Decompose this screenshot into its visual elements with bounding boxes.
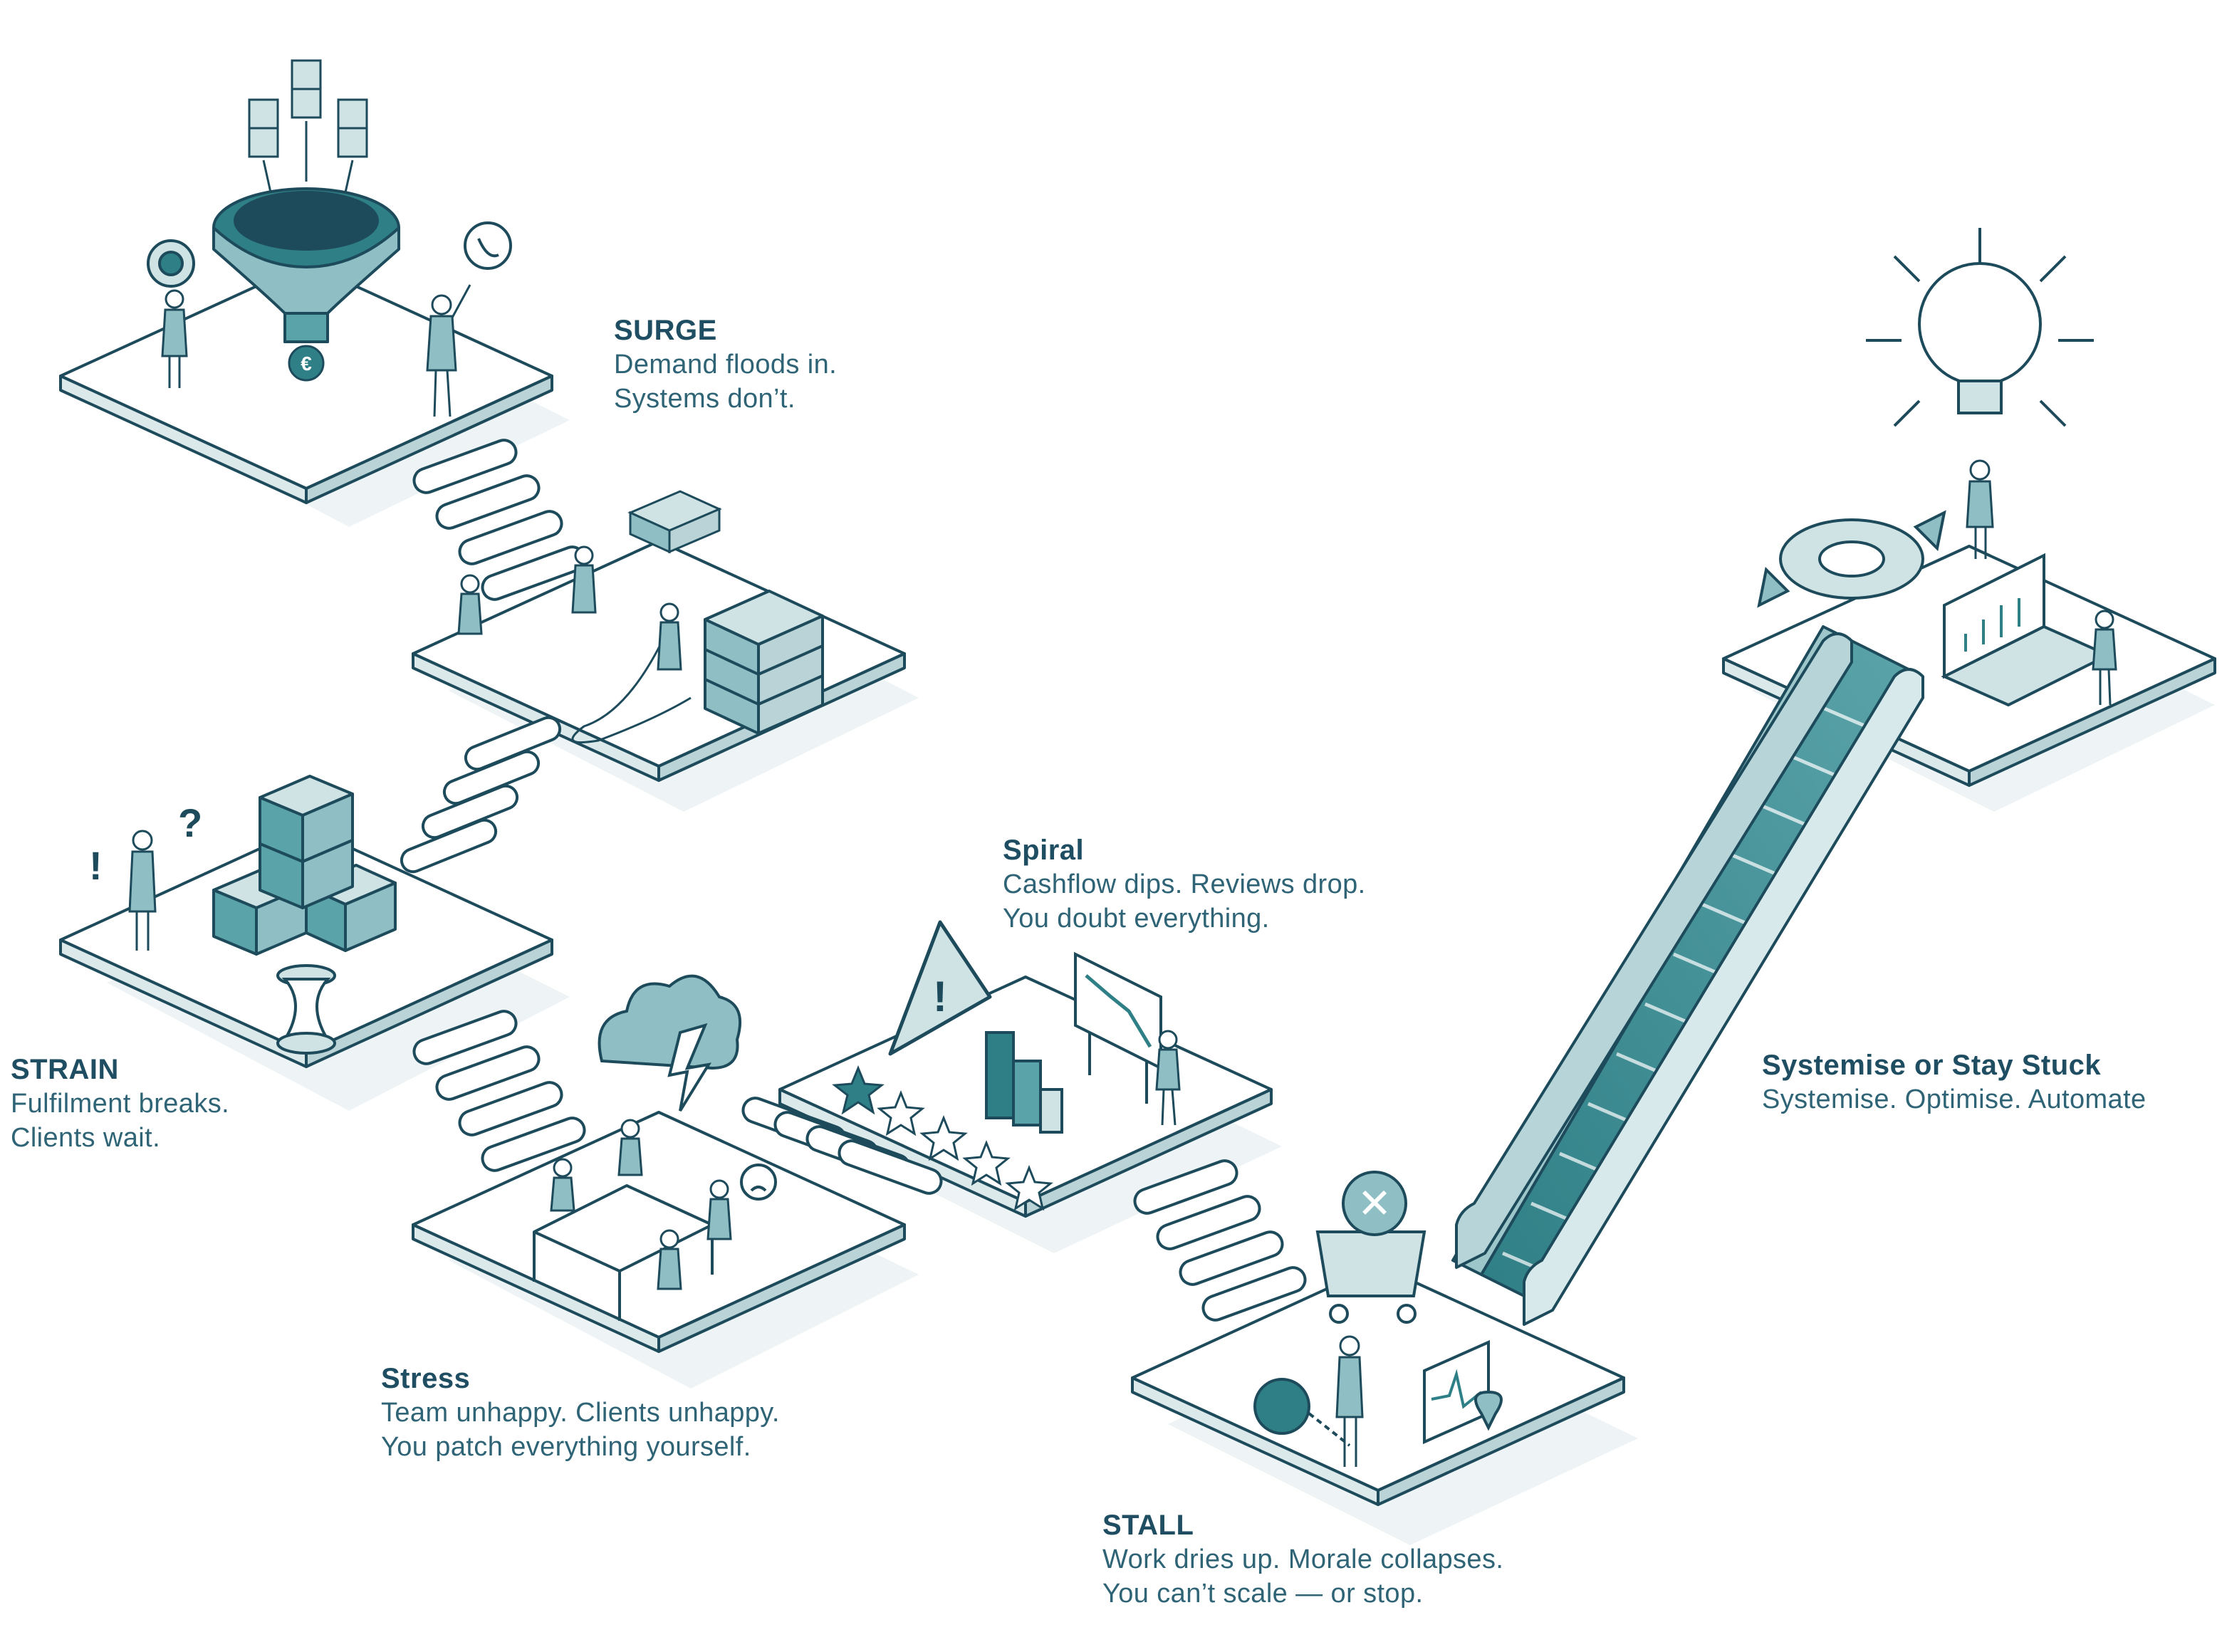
steps-chaos-to-strain <box>400 716 562 874</box>
stage-spiral: Spiral Cashflow dips. Reviews drop. You … <box>1003 833 1366 936</box>
stage-stress: Stress Team unhappy. Clients unhappy. Yo… <box>381 1361 780 1464</box>
funnel-icon <box>212 187 400 343</box>
svg-text:€: € <box>301 352 312 375</box>
person-man-celebrating <box>426 284 471 417</box>
ball-and-chain-icon <box>1253 1378 1351 1447</box>
stage-systemise: Systemise or Stay Stuck Systemise. Optim… <box>1762 1048 2147 1117</box>
stage-line: Fulfilment breaks. <box>11 1089 230 1119</box>
stage-line: Clients wait. <box>11 1123 161 1153</box>
stage-surge: SURGE Demand floods in. Systems don’t. <box>614 313 837 416</box>
box-stack-icon <box>212 775 397 956</box>
cycle-arrows-icon <box>1757 510 1946 608</box>
hourglass-icon <box>276 964 336 1055</box>
stage-title: Systemise or Stay Stuck <box>1762 1050 2102 1081</box>
stage-line: You doubt everything. <box>1003 904 1270 934</box>
stage-line: You patch everything yourself. <box>381 1432 751 1462</box>
input-cubes-icon <box>248 59 368 193</box>
stage-line: Systemise. Optimise. Automate <box>1762 1084 2147 1114</box>
platform-strain <box>59 826 553 1068</box>
stage-title: Spiral <box>1003 835 1085 866</box>
person-presenter <box>1155 1030 1181 1126</box>
falling-bars-icon <box>985 1031 1063 1134</box>
people-chaos <box>457 545 682 671</box>
steps-surge-to-chaos <box>412 439 586 601</box>
reject-x-icon: ✕ <box>1357 1181 1392 1227</box>
people-stress <box>550 1119 732 1290</box>
svg-text:!: ! <box>933 973 947 1020</box>
question-icon: ? <box>178 800 202 845</box>
stage-line: Systems don’t. <box>614 384 796 414</box>
person-with-phone <box>2092 610 2117 706</box>
target-icon <box>147 239 195 288</box>
stage-title: SURGE <box>614 315 717 346</box>
exclamation-icon: ! <box>89 843 103 888</box>
heart-monitor-icon <box>1423 1339 1503 1445</box>
warning-sign-icon: ! <box>888 920 992 1056</box>
platform-stall <box>1131 1264 1625 1506</box>
person-woman-target <box>161 289 188 388</box>
storm-cloud-icon <box>598 974 742 1112</box>
stage-line: Team unhappy. Clients unhappy. <box>381 1398 780 1428</box>
euro-coin-icon: € <box>288 345 325 382</box>
stage-title: STALL <box>1102 1510 1194 1541</box>
stage-line: Work dries up. Morale collapses. <box>1102 1544 1504 1574</box>
person-stuck <box>1335 1335 1364 1467</box>
steps-stress-to-spiral <box>741 1097 943 1195</box>
stage-title: STRAIN <box>11 1054 119 1085</box>
stage-line: Demand floods in. <box>614 350 838 380</box>
steps-spiral-to-stall <box>1133 1159 1307 1322</box>
carried-server-icon <box>627 490 722 554</box>
stage-line: Cashflow dips. Reviews drop. <box>1003 869 1366 899</box>
stage-title: Stress <box>381 1363 471 1394</box>
tangled-cable <box>571 640 692 743</box>
person-lifting-bulb <box>1966 459 1994 559</box>
falling-stars-icon <box>832 1065 1053 1211</box>
lightbulb-icon <box>1866 228 2094 427</box>
steps-strain-to-stress <box>412 1010 586 1172</box>
stage-line: You can’t scale — or stop. <box>1102 1579 1424 1609</box>
person-confused <box>128 830 157 951</box>
phone-coin-icon <box>464 221 512 270</box>
shopping-cart-icon <box>1315 1171 1426 1324</box>
stage-stall: STALL Work dries up. Morale collapses. Y… <box>1102 1508 1503 1611</box>
sad-face-icon <box>740 1164 777 1201</box>
stage-strain: STRAIN Fulfilment breaks. Clients wait. <box>11 1052 229 1155</box>
server-rack-icon <box>704 590 824 735</box>
escalator <box>1451 625 1924 1326</box>
